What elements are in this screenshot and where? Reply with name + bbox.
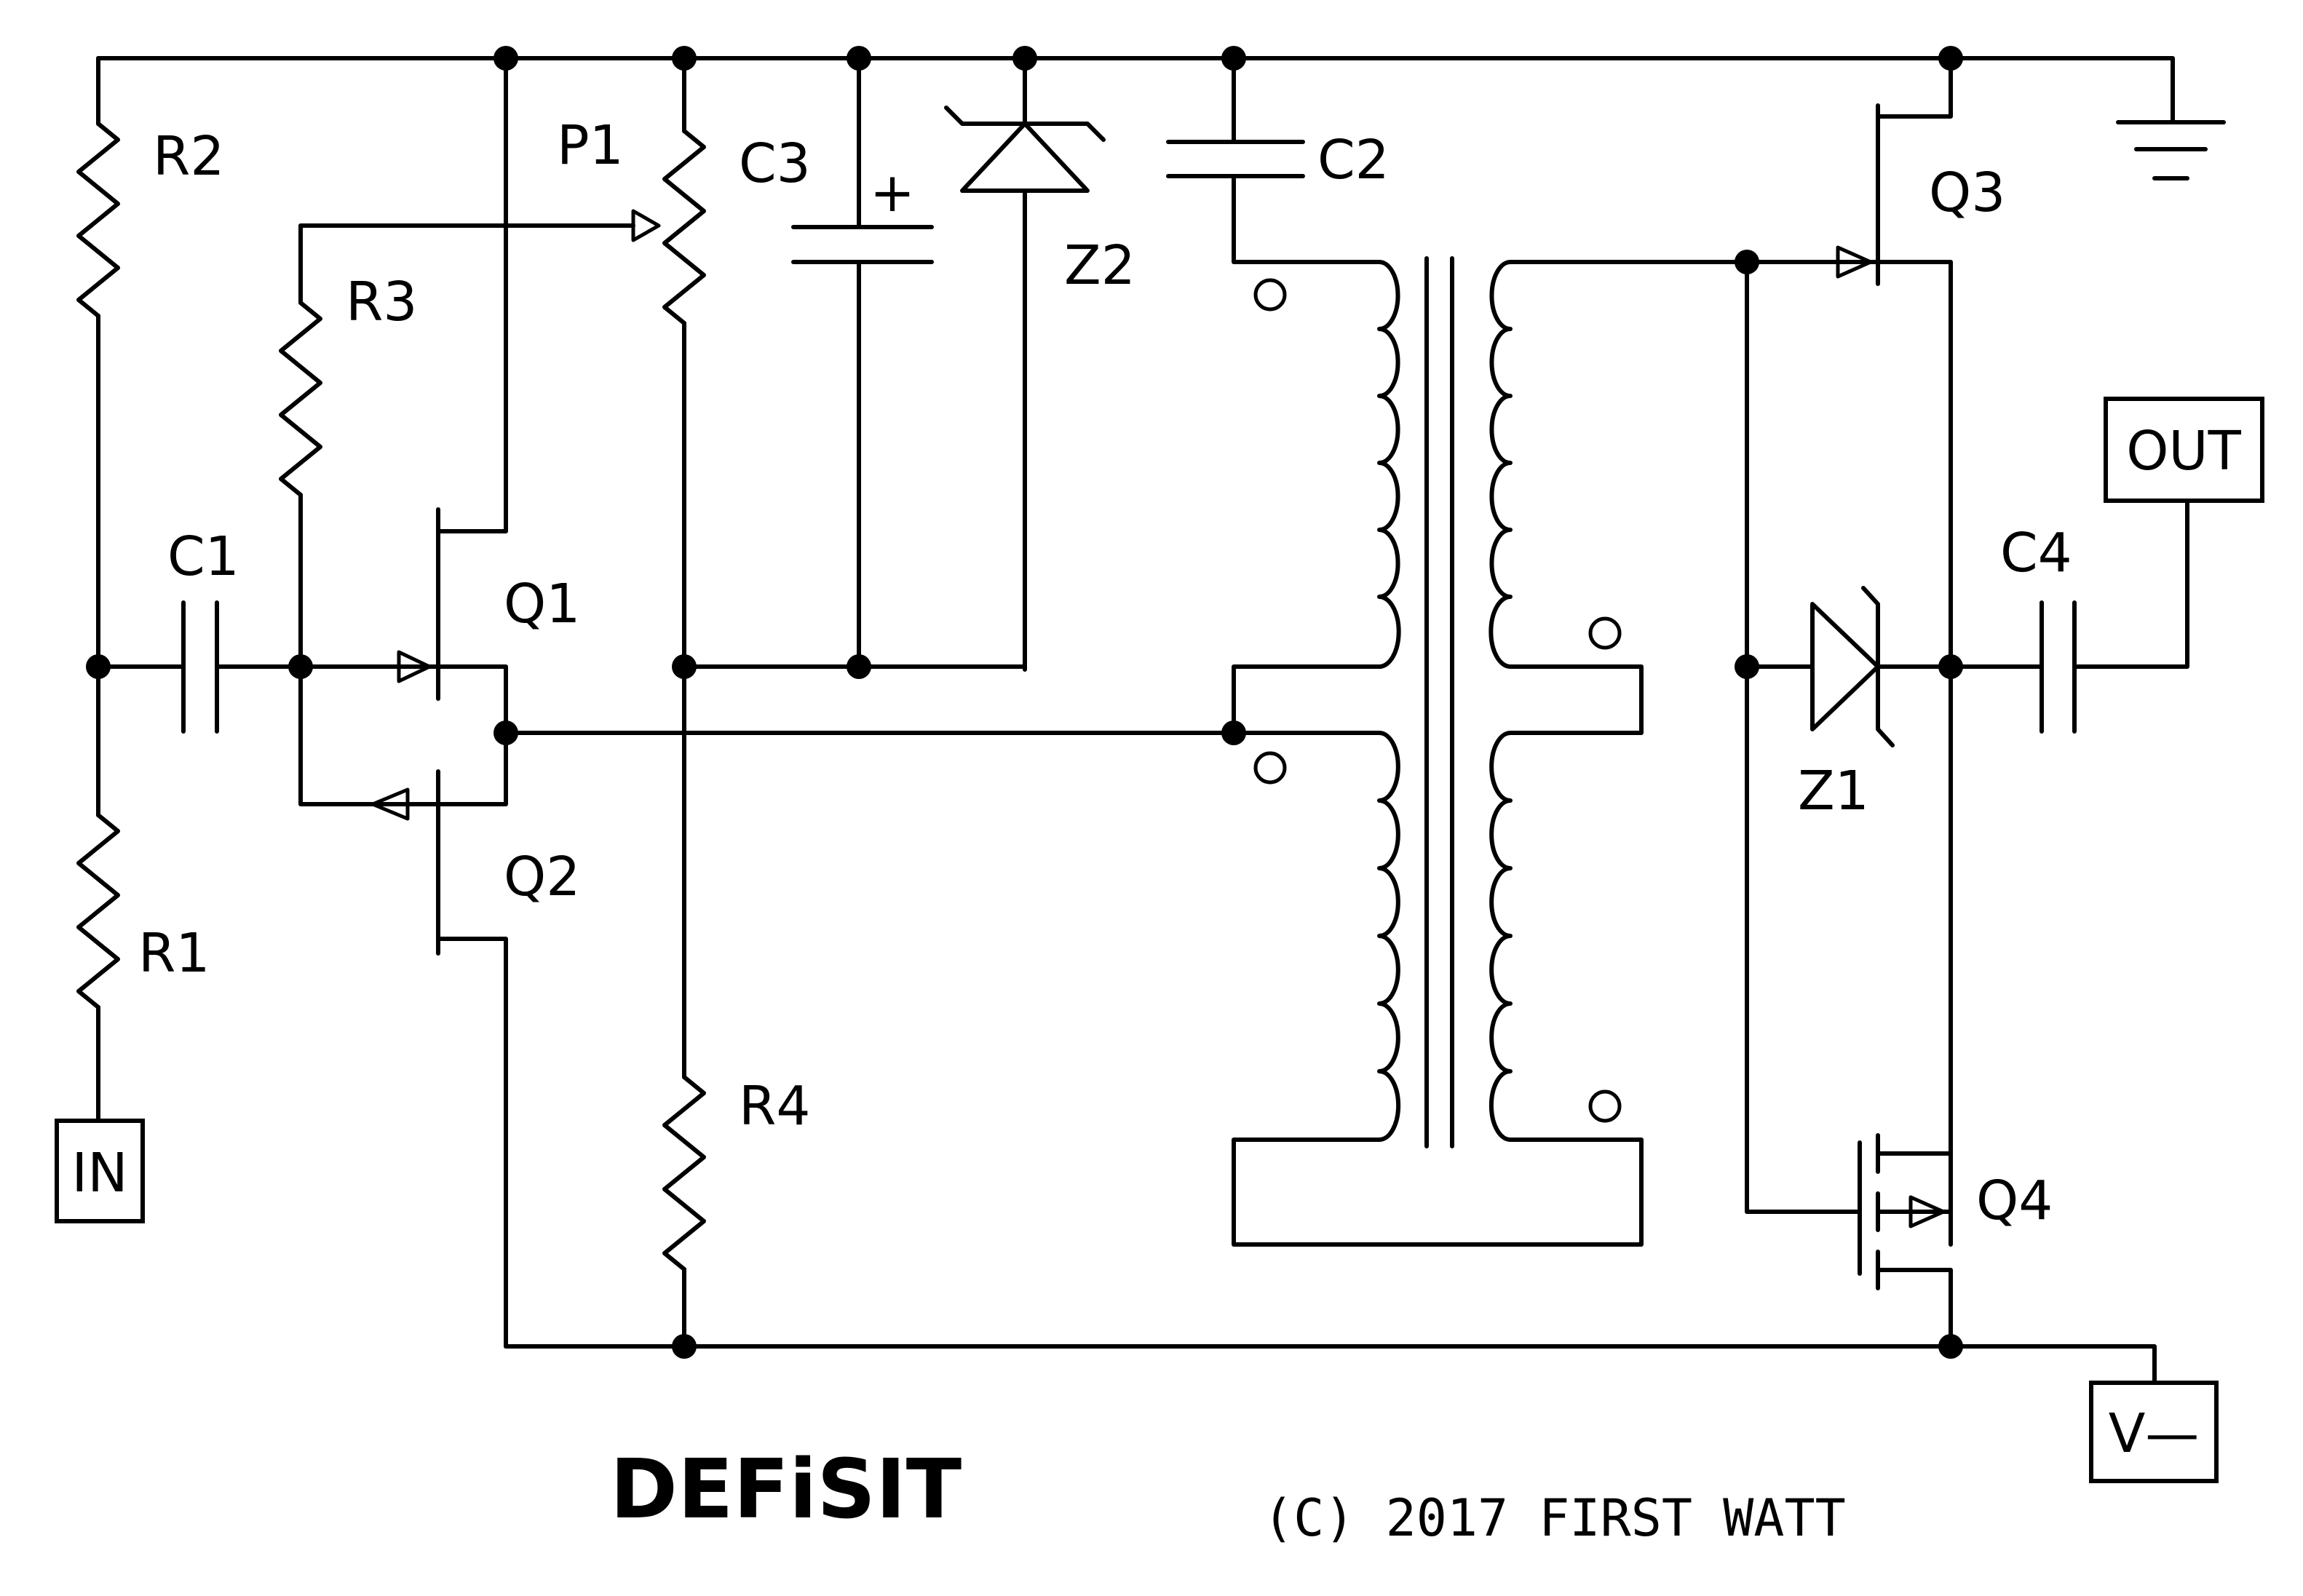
c3-polarity-mark: + bbox=[870, 162, 915, 224]
z2-label: Z2 bbox=[1064, 234, 1135, 297]
top-rail-wire bbox=[96, 56, 2175, 122]
c4-right-wire bbox=[2072, 500, 2189, 669]
q1-transistor bbox=[397, 56, 508, 735]
r3-resistor bbox=[279, 301, 322, 497]
p1-potentiometer bbox=[662, 129, 706, 325]
input-terminal-label: IN bbox=[71, 1142, 127, 1204]
input-terminal: IN bbox=[55, 1119, 145, 1223]
primary-bottom-wire bbox=[1232, 1138, 1644, 1247]
r2-resistor bbox=[76, 122, 120, 318]
phase-marker-1 bbox=[1253, 278, 1287, 311]
q2-label: Q2 bbox=[504, 846, 580, 908]
q4-transistor bbox=[1858, 1133, 1953, 1349]
c2-capacitor bbox=[1166, 140, 1305, 178]
c3-capacitor bbox=[791, 225, 934, 264]
secondary-upper-winding bbox=[1489, 260, 1644, 735]
r1-label: R1 bbox=[138, 922, 210, 985]
transformer-core bbox=[1424, 256, 1454, 1148]
r2-label: R2 bbox=[153, 125, 225, 188]
q3-transistor bbox=[1836, 56, 1953, 1247]
output-terminal-label: OUT bbox=[2126, 420, 2241, 483]
r3-label: R3 bbox=[346, 271, 418, 333]
r1-resistor bbox=[76, 813, 120, 1009]
primary-lower-winding bbox=[1232, 731, 1401, 1142]
r4-resistor bbox=[662, 1075, 706, 1271]
p1-label: P1 bbox=[557, 114, 624, 177]
c4-capacitor bbox=[2040, 600, 2077, 734]
phase-marker-4 bbox=[1588, 1089, 1622, 1123]
phase-marker-2 bbox=[1253, 751, 1287, 785]
c1-label: C1 bbox=[167, 525, 239, 588]
r3-to-p1-wire bbox=[298, 223, 635, 305]
q2-transistor bbox=[370, 731, 508, 1349]
z1-zener bbox=[1810, 586, 1895, 747]
q1-label: Q1 bbox=[504, 573, 580, 635]
c1-capacitor bbox=[181, 600, 219, 734]
q4-label: Q4 bbox=[1976, 1170, 2053, 1232]
copyright-notice: (C) 2017 FIRST WATT bbox=[1263, 1488, 1846, 1548]
p1-wiper-arrow bbox=[631, 209, 661, 242]
q3-label: Q3 bbox=[1929, 162, 2005, 224]
secondary-lower-winding bbox=[1489, 731, 1513, 1142]
primary-upper-winding bbox=[1377, 260, 1401, 669]
r4-label: R4 bbox=[739, 1075, 811, 1138]
z1-label: Z1 bbox=[1798, 760, 1869, 822]
c2-to-primary-wire bbox=[1232, 174, 1382, 264]
gate-bias-wire bbox=[1745, 260, 1862, 1214]
c2-label: C2 bbox=[1317, 129, 1390, 191]
primary-tap-wire bbox=[1232, 664, 1382, 735]
negative-supply-terminal: V— bbox=[2089, 1381, 2219, 1483]
ground-symbol bbox=[2116, 120, 2226, 180]
output-terminal: OUT bbox=[2104, 397, 2264, 503]
bottom-rail-wire bbox=[504, 1344, 2157, 1385]
phase-marker-3 bbox=[1588, 616, 1622, 650]
c3-label: C3 bbox=[739, 132, 811, 195]
diagram-title: DEFiSIT bbox=[610, 1442, 962, 1537]
c4-label: C4 bbox=[2000, 522, 2072, 584]
negative-supply-label: V— bbox=[2109, 1402, 2200, 1465]
q2-gate-wire bbox=[298, 664, 440, 806]
junction-dots bbox=[86, 46, 1963, 1359]
